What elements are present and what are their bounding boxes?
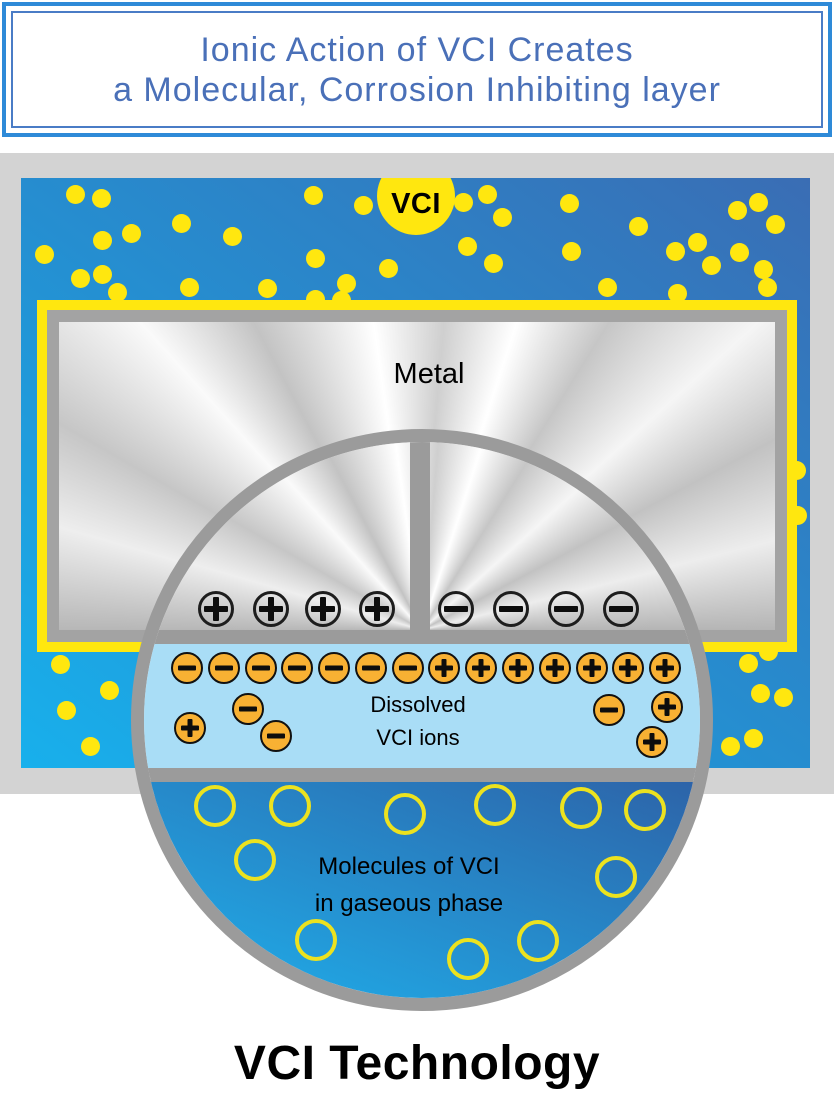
dissolved-anion-icon [208,652,240,684]
gas-molecule-ring-icon [624,789,666,831]
vci-molecule-dot [743,728,763,748]
vci-molecule-dot [50,654,70,674]
dissolved-cation-icon [428,652,460,684]
dissolved-cation-icon [502,652,534,684]
vci-molecule-dot [257,278,277,298]
dissolved-anion-icon [355,652,387,684]
vci-molecule-dot [477,184,497,204]
vci-molecule-dot [701,255,721,275]
dissolved-anion-icon [232,693,264,725]
metal-surface-bar [144,630,700,644]
vci-molecule-dot [80,736,100,756]
vci-molecule-dot [597,277,617,297]
gas-molecule-ring-icon [194,785,236,827]
metal-cation-icon [305,591,341,627]
vci-source-circle: VCI [377,178,455,235]
vci-molecule-dot [378,258,398,278]
vci-molecule-dot [492,207,512,227]
vci-molecule-dot [753,259,773,279]
vci-molecule-dot [748,192,768,212]
band-separator-bar [144,768,700,782]
vci-source-label: VCI [391,188,441,220]
dissolved-cation-icon [612,652,644,684]
vci-molecule-dot [667,283,687,303]
vci-molecule-dot [92,264,112,284]
metal-cation-icon [198,591,234,627]
gas-molecule-ring-icon [447,938,489,980]
vci-molecule-dot [92,230,112,250]
gas-molecule-ring-icon [269,785,311,827]
dissolved-cation-icon [539,652,571,684]
gas-molecule-ring-icon [517,920,559,962]
vci-molecule-dot [628,216,648,236]
metal-anion-icon [438,591,474,627]
vci-molecule-dot [765,214,785,234]
vci-molecule-dot [738,653,758,673]
vci-molecule-dot [559,193,579,213]
vci-molecule-dot [727,200,747,220]
gas-phase-label: Molecules of VCI in gaseous phase [314,853,504,917]
vci-molecule-dot [729,242,749,262]
vci-molecule-dot [483,253,503,273]
gas-molecule-ring-icon [595,856,637,898]
dissolved-anion-icon [593,694,625,726]
vci-molecule-dot [336,273,356,293]
vci-molecule-dot [70,268,90,288]
dissolved-cation-icon [651,691,683,723]
dissolved-anion-icon [171,652,203,684]
vci-molecule-dot [222,226,242,246]
vci-molecule-dot [353,195,373,215]
dissolved-cation-icon [174,712,206,744]
vci-molecule-dot [453,192,473,212]
vci-molecule-dot [665,241,685,261]
dissolved-anion-icon [318,652,350,684]
metal-label: Metal [393,358,465,390]
metal-cation-icon [359,591,395,627]
gas-molecule-ring-icon [560,787,602,829]
dissolved-cation-icon [636,726,668,758]
metal-anion-icon [493,591,529,627]
dissolved-ions-label: Dissolved VCI ions [370,692,466,750]
magnifier-circle: Dissolved VCI ions Molecules of VCI in g… [131,429,713,1011]
vci-molecule-dot [687,232,707,252]
vci-molecule-dot [34,244,54,264]
metal-anion-icon [548,591,584,627]
dissolved-cation-icon [649,652,681,684]
dissolved-anion-icon [281,652,313,684]
vci-molecule-dot [171,213,191,233]
vci-molecule-dot [561,241,581,261]
vci-molecule-dot [121,223,141,243]
vci-molecule-dot [179,277,199,297]
dissolved-cation-icon [465,652,497,684]
footer-title: VCI Technology [233,1037,601,1090]
vci-molecule-dot [773,687,793,707]
gas-molecule-ring-icon [384,793,426,835]
diagram-title-box: Ionic Action of VCI Creates a Molecular,… [2,2,832,137]
vci-molecule-dot [107,282,127,302]
vci-molecule-dot [457,236,477,256]
dissolved-anion-icon [245,652,277,684]
gas-molecule-ring-icon [295,919,337,961]
dissolved-cation-icon [576,652,608,684]
vci-molecule-dot [99,680,119,700]
vci-molecule-dot [91,188,111,208]
gas-molecule-ring-icon [234,839,276,881]
vci-molecule-dot [750,683,770,703]
metal-cation-icon [253,591,289,627]
gas-molecule-ring-icon [474,784,516,826]
vci-molecule-dot [720,736,740,756]
dissolved-anion-icon [392,652,424,684]
vci-molecule-dot [65,184,85,204]
title-line-2: a Molecular, Corrosion Inhibiting layer [113,70,721,109]
vci-molecule-dot [303,185,323,205]
title-line-1: Ionic Action of VCI Creates [200,30,634,69]
vci-molecule-dot [757,277,777,297]
vci-molecule-dot [305,248,325,268]
metal-divider [410,442,430,630]
vci-molecule-dot [56,700,76,720]
dissolved-anion-icon [260,720,292,752]
metal-anion-icon [603,591,639,627]
